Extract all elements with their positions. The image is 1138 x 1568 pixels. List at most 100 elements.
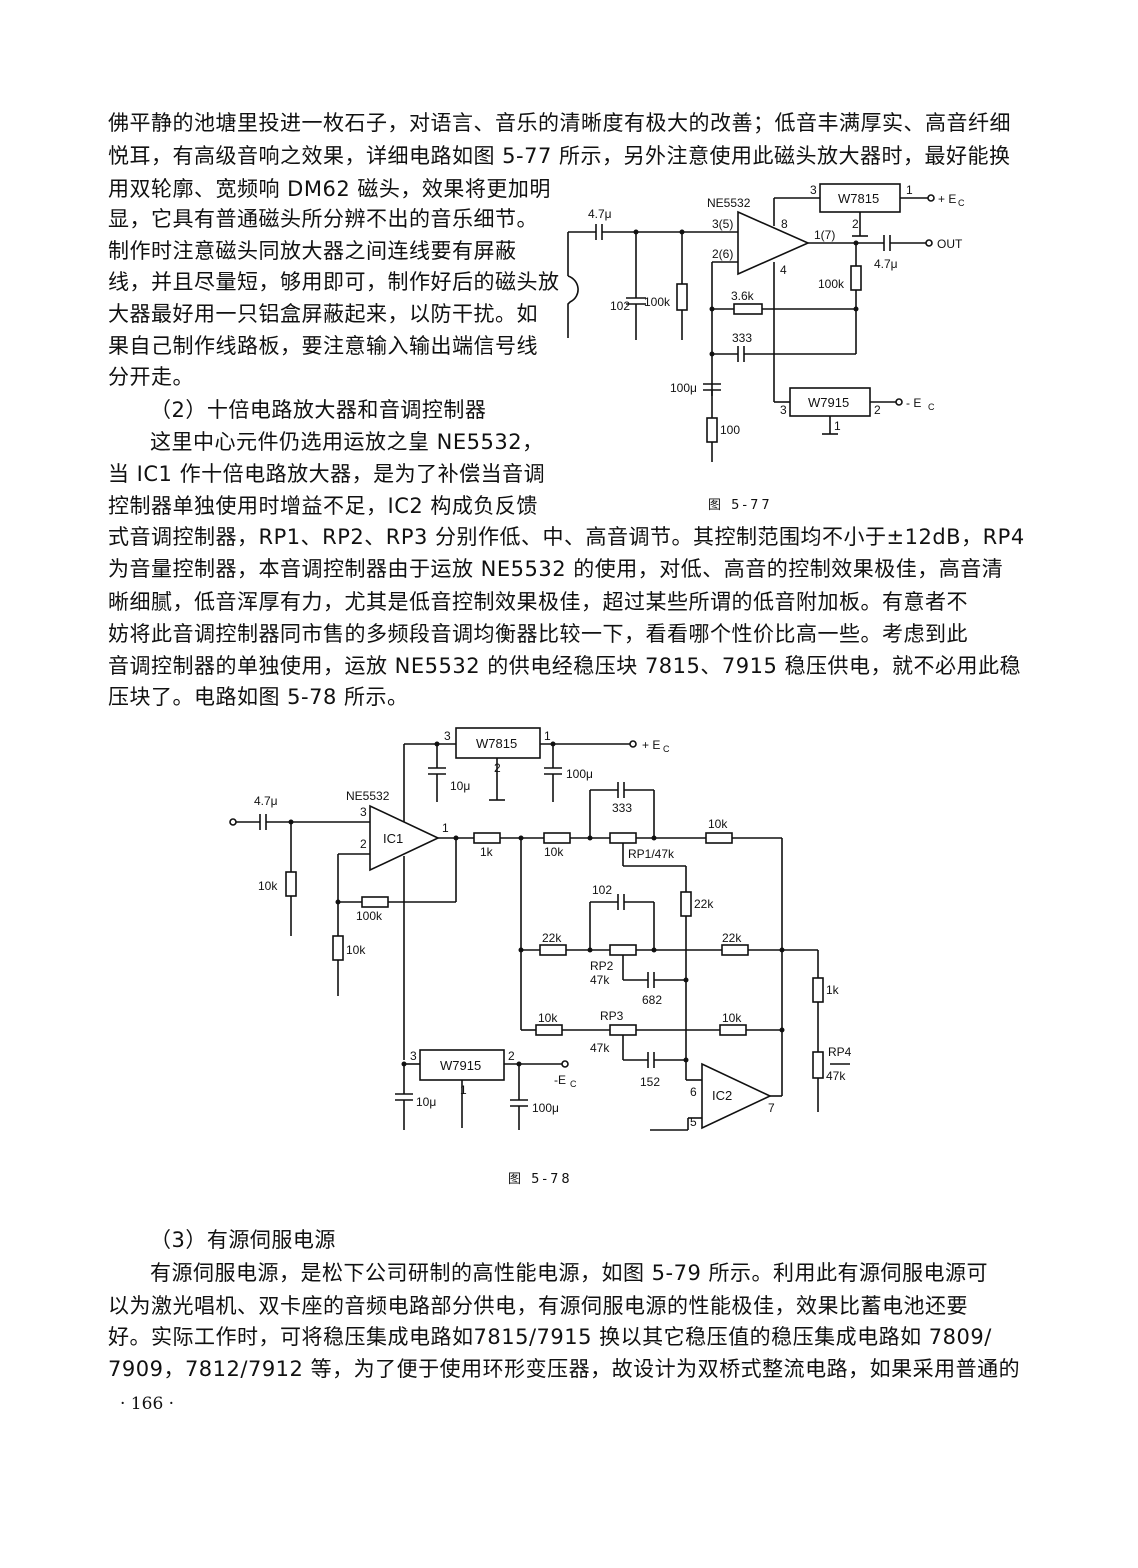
- r22k-label: 22k: [722, 931, 742, 945]
- r100-label: 100: [720, 423, 740, 437]
- resistor-10k-right: [719, 1024, 747, 1036]
- pin-label: 3: [444, 729, 451, 743]
- r100k-input-label: 100k: [644, 295, 671, 309]
- r10k-label: 10k: [346, 943, 366, 957]
- text-line: 分开走。: [108, 365, 194, 389]
- text-line: 用双轮廓、宽频响 DM62 磁头，效果将更加明: [108, 177, 551, 201]
- regulator-label: W7915: [440, 1058, 481, 1073]
- r10k-label: 10k: [258, 879, 278, 893]
- pin-label: 8: [781, 217, 788, 231]
- r22k-label: 22k: [542, 931, 562, 945]
- figure-5-77-schematic: 4.7μ 102 100k NE5532 3(5) 2(6) 8 4 W7815…: [567, 183, 965, 462]
- subscript: C: [570, 1079, 577, 1089]
- vminus-label: -E: [554, 1073, 566, 1087]
- pin-label: 2: [852, 217, 859, 231]
- text-line: 当 IC1 作十倍电路放大器，是为了补偿当音调: [108, 462, 546, 486]
- resistor-1k-output: [812, 977, 824, 1003]
- pin-label: 5: [690, 1115, 697, 1129]
- r1k-label: 1k: [826, 983, 840, 997]
- pin-label: 2(6): [712, 247, 733, 261]
- rp2-label: RP2: [590, 959, 614, 973]
- potentiometer-rp2: [609, 944, 637, 956]
- r100k-label: 100k: [356, 909, 383, 923]
- text-line: 式音调控制器，RP1、RP2、RP3 分别作低、中、高音调节。其控制范围均不小于…: [108, 525, 1025, 549]
- resistor-10k-input: [285, 871, 297, 897]
- text-line: 以为激光唱机、双卡座的音频电路部分供电，有源伺服电源的性能极佳，效果比蓄电池还要: [108, 1294, 968, 1318]
- r1k-label: 1k: [480, 845, 494, 859]
- subscript: C: [958, 198, 965, 208]
- c100u-label: 100μ: [566, 767, 593, 781]
- opamp-ic2: [701, 1062, 772, 1130]
- resistor-10k-left: [535, 1024, 563, 1036]
- pin-label: 6: [690, 1085, 697, 1099]
- resistor-22k-right: [721, 944, 749, 956]
- text-line: 佛平静的池塘里投进一枚石子，对语言、音乐的清晰度有极大的改善；低音丰满厚实、高音…: [108, 111, 1011, 135]
- pin-label: 2: [508, 1049, 515, 1063]
- text-line: 制作时注意磁头同放大器之间连线要有屏蔽: [108, 239, 517, 263]
- figure-caption: 图 5-77: [708, 498, 773, 513]
- r100k-fb-label: 100k: [818, 277, 845, 291]
- r22k-label: 22k: [694, 897, 714, 911]
- ic2-label: IC2: [712, 1088, 732, 1103]
- pin-label: 1: [544, 729, 551, 743]
- text-line: 大器最好用一只铝盒屏蔽起来，以防干扰。如: [108, 302, 538, 326]
- pin-label: 1: [834, 419, 841, 433]
- out-label: OUT: [937, 237, 963, 251]
- text-line: 音调控制器的单独使用，运放 NE5532 的供电经稳压块 7815、7915 稳…: [108, 654, 1022, 678]
- text-line: 压块了。电路如图 5-78 所示。: [108, 685, 409, 709]
- section-heading: （2）十倍电路放大器和音调控制器: [150, 398, 487, 422]
- text-line: 晰细腻，低音浑厚有力，尤其是低音控制效果极佳，超过某些所谓的低音附加板。有意者不: [108, 590, 968, 614]
- r10k-label: 10k: [544, 845, 564, 859]
- opamp-ne5532: [737, 210, 810, 276]
- pin-label: 4: [780, 263, 787, 277]
- pin-label: 7: [768, 1101, 775, 1115]
- r10k-label: 10k: [722, 1011, 742, 1025]
- c100u-label: 100μ: [670, 381, 697, 395]
- vminus-label: - E: [906, 396, 921, 410]
- ic-label: NE5532: [346, 789, 390, 803]
- c10u-label: 10μ: [416, 1095, 436, 1109]
- text-line: 为音量控制器，本音调控制器由于运放 NE5532 的使用，对低、高音的控制效果极…: [108, 557, 1004, 581]
- resistor-10k-bass: [543, 832, 571, 844]
- subscript: C: [663, 744, 670, 754]
- ic1-label: IC1: [383, 831, 403, 846]
- resistor-1k: [473, 832, 501, 844]
- pin-label: 1: [906, 183, 913, 197]
- pin-label: 1(7): [814, 228, 835, 242]
- rp4-label: RP4: [828, 1045, 852, 1059]
- pin-label: 3: [360, 805, 367, 819]
- r10k-label: 10k: [538, 1011, 558, 1025]
- rp1-label: RP1/47k: [628, 847, 675, 861]
- figure-5-78-schematic: W7815 3 1 2 + E C 10μ 100μ 4.7μ 10k: [229, 727, 852, 1131]
- rp3-value: 47k: [590, 1041, 610, 1055]
- pin-label: 3: [810, 183, 817, 197]
- regulator-label: W7815: [476, 736, 517, 751]
- text-line: 悦耳，有高级音响之效果，详细电路如图 5-77 所示，另外注意使用此磁头放大器时…: [108, 144, 1011, 168]
- rp2-value: 47k: [590, 973, 610, 987]
- r36k-label: 3.6k: [731, 289, 755, 303]
- c333-label: 333: [732, 331, 752, 345]
- resistor-22k-left: [539, 944, 567, 956]
- regulator-label: W7915: [808, 395, 849, 410]
- cout-label: 4.7μ: [874, 257, 898, 271]
- pin-label: 1: [442, 821, 449, 835]
- rp3-label: RP3: [600, 1009, 624, 1023]
- section-heading: （3）有源伺服电源: [150, 1228, 336, 1252]
- tape-head-symbol: [567, 232, 579, 338]
- regulator-label: W7815: [838, 191, 879, 206]
- rp4-value: 47k: [826, 1069, 846, 1083]
- regulator-w7815: [455, 727, 541, 759]
- resistor-100k: [361, 896, 389, 908]
- figure-caption: 图 5-78: [508, 1172, 573, 1187]
- pin-label: 2: [874, 403, 881, 417]
- text-line: 妨将此音调控制器同市售的多频段音调均衡器比较一下，看看哪个性价比高一些。考虑到此: [108, 622, 968, 646]
- resistor-10k-top: [705, 832, 733, 844]
- potentiometer-rp4: [812, 1051, 824, 1079]
- text-line: 7909，7812/7912 等，为了便于使用环形变压器，故设计为双桥式整流电路…: [108, 1357, 1021, 1381]
- pin-label: 3: [410, 1049, 417, 1063]
- text-line: 果自己制作线路板，要注意输入输出端信号线: [108, 334, 538, 358]
- text-line: 这里中心元件仍选用运放之皇 NE5532，: [150, 430, 544, 454]
- resistor-10k-ground: [332, 935, 344, 961]
- vplus-label: + E: [642, 738, 660, 752]
- pin-label: 1: [460, 1083, 467, 1097]
